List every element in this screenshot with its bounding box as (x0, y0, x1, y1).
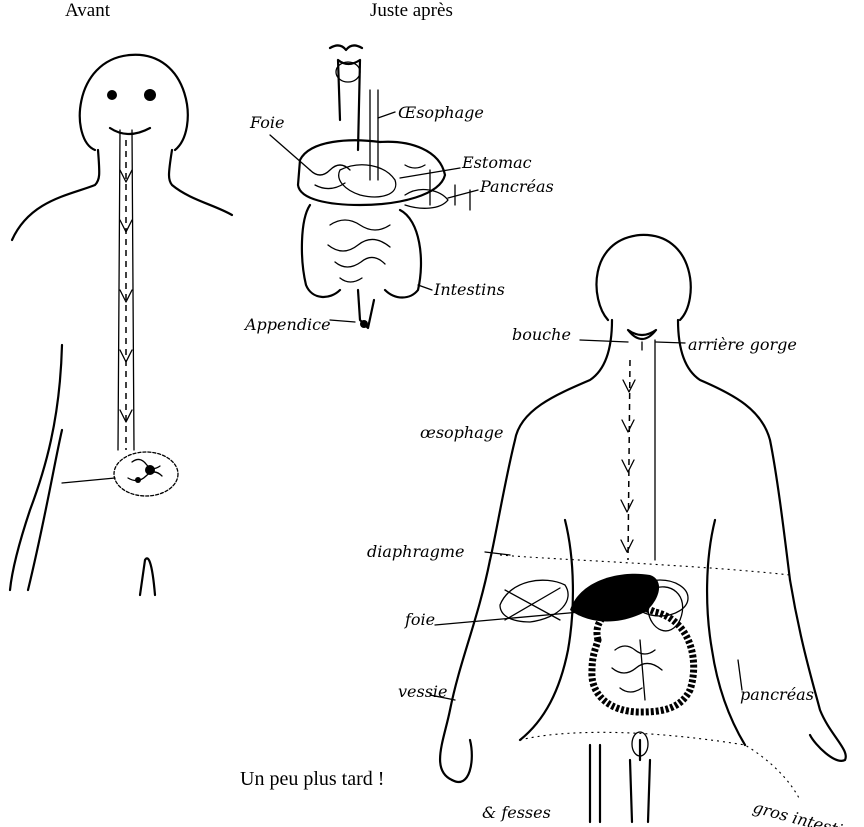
later-right-shoulder (678, 320, 790, 580)
label-ja-oesophage: Œsophage (398, 103, 484, 122)
before-right-shoulder (169, 150, 232, 215)
later-legs (590, 740, 650, 822)
label-later-pancreas: pancréas (740, 685, 814, 704)
later-right-torso (707, 520, 745, 745)
ja-large-intestine (302, 205, 421, 298)
later-liver (570, 574, 659, 622)
ja-pointer-appendice (330, 320, 355, 322)
label-ja-foie: Foie (249, 113, 284, 132)
label-ja-pancreas: Pancréas (479, 177, 554, 196)
figure-just-after: Foie Œsophage Estomac Pancréas Intestins… (243, 45, 554, 334)
pointer-bouche (580, 340, 628, 342)
later-throat-line (642, 340, 655, 560)
label-ja-appendice: Appendice (243, 315, 331, 334)
ja-pointer-intestins (418, 285, 432, 290)
label-later-foie: foie (404, 610, 435, 629)
label-later-gros-intestin: gros intesti (751, 798, 845, 827)
later-head (596, 235, 690, 320)
label-later-fesses: & fesses (482, 803, 551, 822)
later-diaphragm-line (500, 555, 790, 575)
before-legs (140, 558, 155, 595)
before-left-eye (107, 90, 117, 100)
later-left-shoulder (490, 320, 612, 560)
label-later-oesophage: œsophage (420, 423, 503, 442)
ja-throat (330, 45, 362, 150)
before-head-outline (80, 55, 188, 150)
before-right-eye (144, 89, 156, 101)
label-later-bouche: bouche (512, 325, 571, 344)
label-later-diaphragme: diaphragme (367, 542, 465, 561)
ja-pointer-foie (270, 135, 310, 170)
before-left-shoulder (12, 150, 99, 240)
ja-appendix-dot (360, 320, 368, 328)
label-ja-estomac: Estomac (461, 153, 532, 172)
later-right-arm (790, 580, 846, 761)
later-left-torso (520, 520, 573, 740)
later-left-hand (452, 740, 472, 782)
ja-stomach (339, 165, 396, 197)
label-later-arriere-gorge: arrière gorge (688, 335, 797, 354)
ja-small-intestine (328, 220, 390, 282)
later-lower-line (520, 732, 800, 800)
label-ja-intestins: Intestins (433, 280, 505, 299)
later-mouth (628, 330, 656, 339)
before-mouth (110, 128, 150, 134)
ja-body-dash (430, 170, 470, 210)
ja-liver (298, 140, 445, 205)
before-stomach-pointer (62, 478, 115, 483)
later-left-arm (440, 560, 490, 780)
pointer-diaphragme (485, 552, 510, 555)
ja-pointer-pancreas (448, 190, 478, 198)
figure-before (10, 55, 232, 595)
label-later-vessie: vessie (398, 682, 448, 701)
before-stomach (114, 452, 178, 496)
later-small-intestine (612, 640, 662, 700)
figure-later: bouche arrière gorge œsophage diaphragme… (367, 235, 846, 827)
ja-pointer-oesophage (378, 112, 395, 118)
before-torso-right (28, 430, 62, 590)
